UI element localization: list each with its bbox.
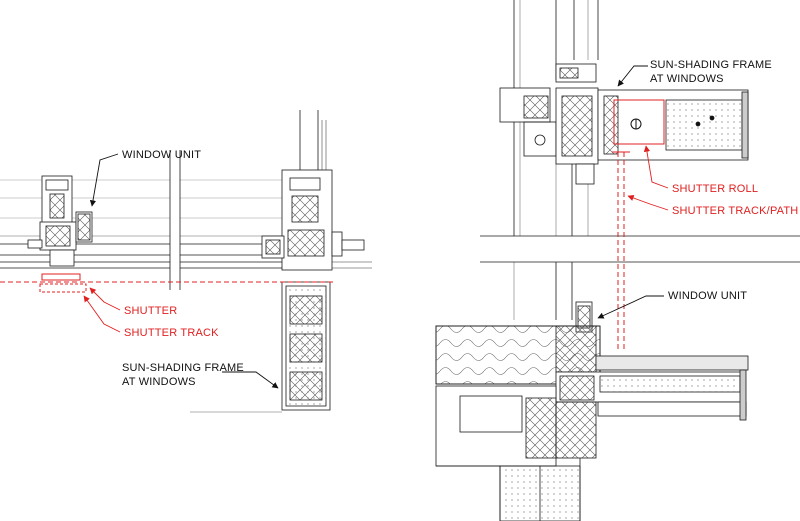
section-detail (435, 0, 800, 521)
plan-leaders (83, 153, 279, 389)
section-shutter-roll-label: SHUTTER ROLL (672, 183, 759, 195)
section-shutter-elements (612, 99, 665, 352)
plan-shutter-label: SHUTTER (124, 305, 178, 317)
plan-window-unit-label: WINDOW UNIT (122, 149, 202, 161)
plan-shutter-track-label: SHUTTER TRACK (124, 327, 219, 339)
plan-shutter-line (0, 273, 335, 293)
plan-sun-frame-label-line1: SUN-SHADING FRAME (122, 362, 244, 374)
section-window-unit-label: WINDOW UNIT (668, 290, 748, 302)
section-sun-frame-label-line2: AT WINDOWS (650, 73, 724, 85)
section-sun-frame-label-line1: SUN-SHADING FRAME (650, 59, 772, 71)
plan-sun-frame-label-line2: AT WINDOWS (122, 376, 196, 388)
plan-detail (0, 110, 372, 413)
section-leaders (597, 65, 669, 319)
section-shutter-track-path-label: SHUTTER TRACK/PATH (672, 205, 799, 217)
